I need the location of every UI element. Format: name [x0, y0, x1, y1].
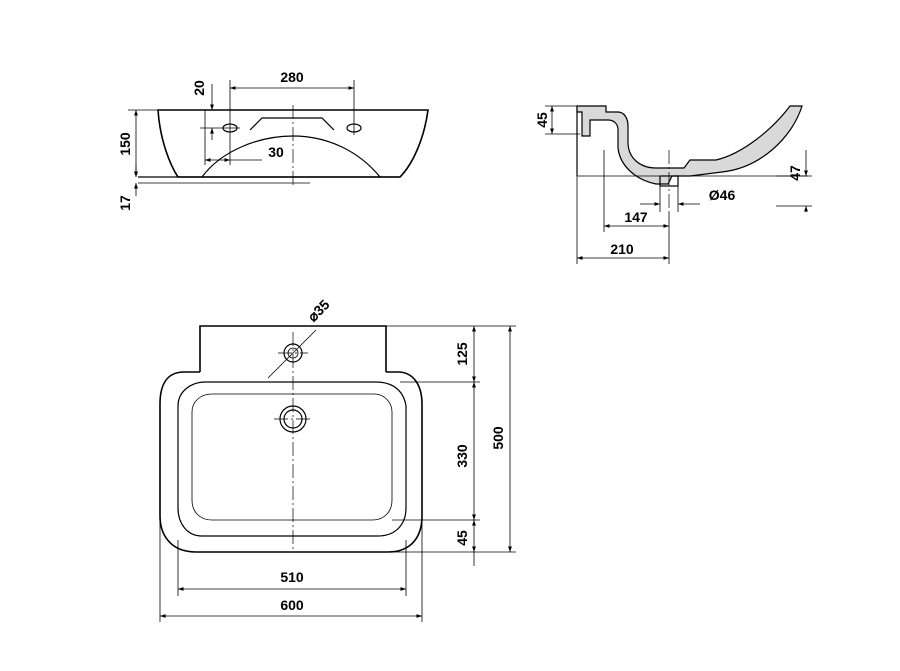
plan-basin-floor: [191, 393, 393, 521]
side-section-view: 45 47 Ø46 147 210: [534, 105, 812, 264]
plan-outer-rim: [159, 371, 423, 553]
dim-150-label: 150: [117, 132, 133, 156]
front-view: 280 20 150 17 30: [117, 69, 429, 211]
front-bowl-curve: [201, 135, 381, 178]
dim-330-label: 330: [454, 444, 470, 468]
dim-125-label: 125: [454, 342, 470, 366]
dim-500-label: 500: [490, 426, 506, 450]
front-inner-back: [249, 117, 335, 131]
dim-17-label: 17: [117, 195, 133, 211]
dim-30-label: 30: [268, 144, 284, 160]
dim-diameter-46-label: Ø46: [709, 187, 736, 203]
dim-510-label: 510: [280, 569, 304, 585]
dim-147-label: 147: [624, 209, 648, 225]
dim-20-label: 20: [191, 80, 207, 96]
side-basin-section: [576, 105, 803, 185]
dim-45-plan-label: 45: [454, 530, 470, 546]
dim-600-label: 600: [280, 597, 304, 613]
plan-back-ledge: [199, 325, 387, 372]
dim-tap-hole-label: ⌀35: [304, 296, 332, 324]
plan-view: ⌀35 125 330 45 500 510 600: [159, 296, 516, 622]
dim-47-label: 47: [787, 165, 803, 181]
dim-210-label: 210: [610, 241, 634, 257]
plan-inner-bowl: [177, 381, 407, 537]
dim-45-side-label: 45: [534, 112, 550, 128]
dim-280-label: 280: [280, 69, 304, 85]
